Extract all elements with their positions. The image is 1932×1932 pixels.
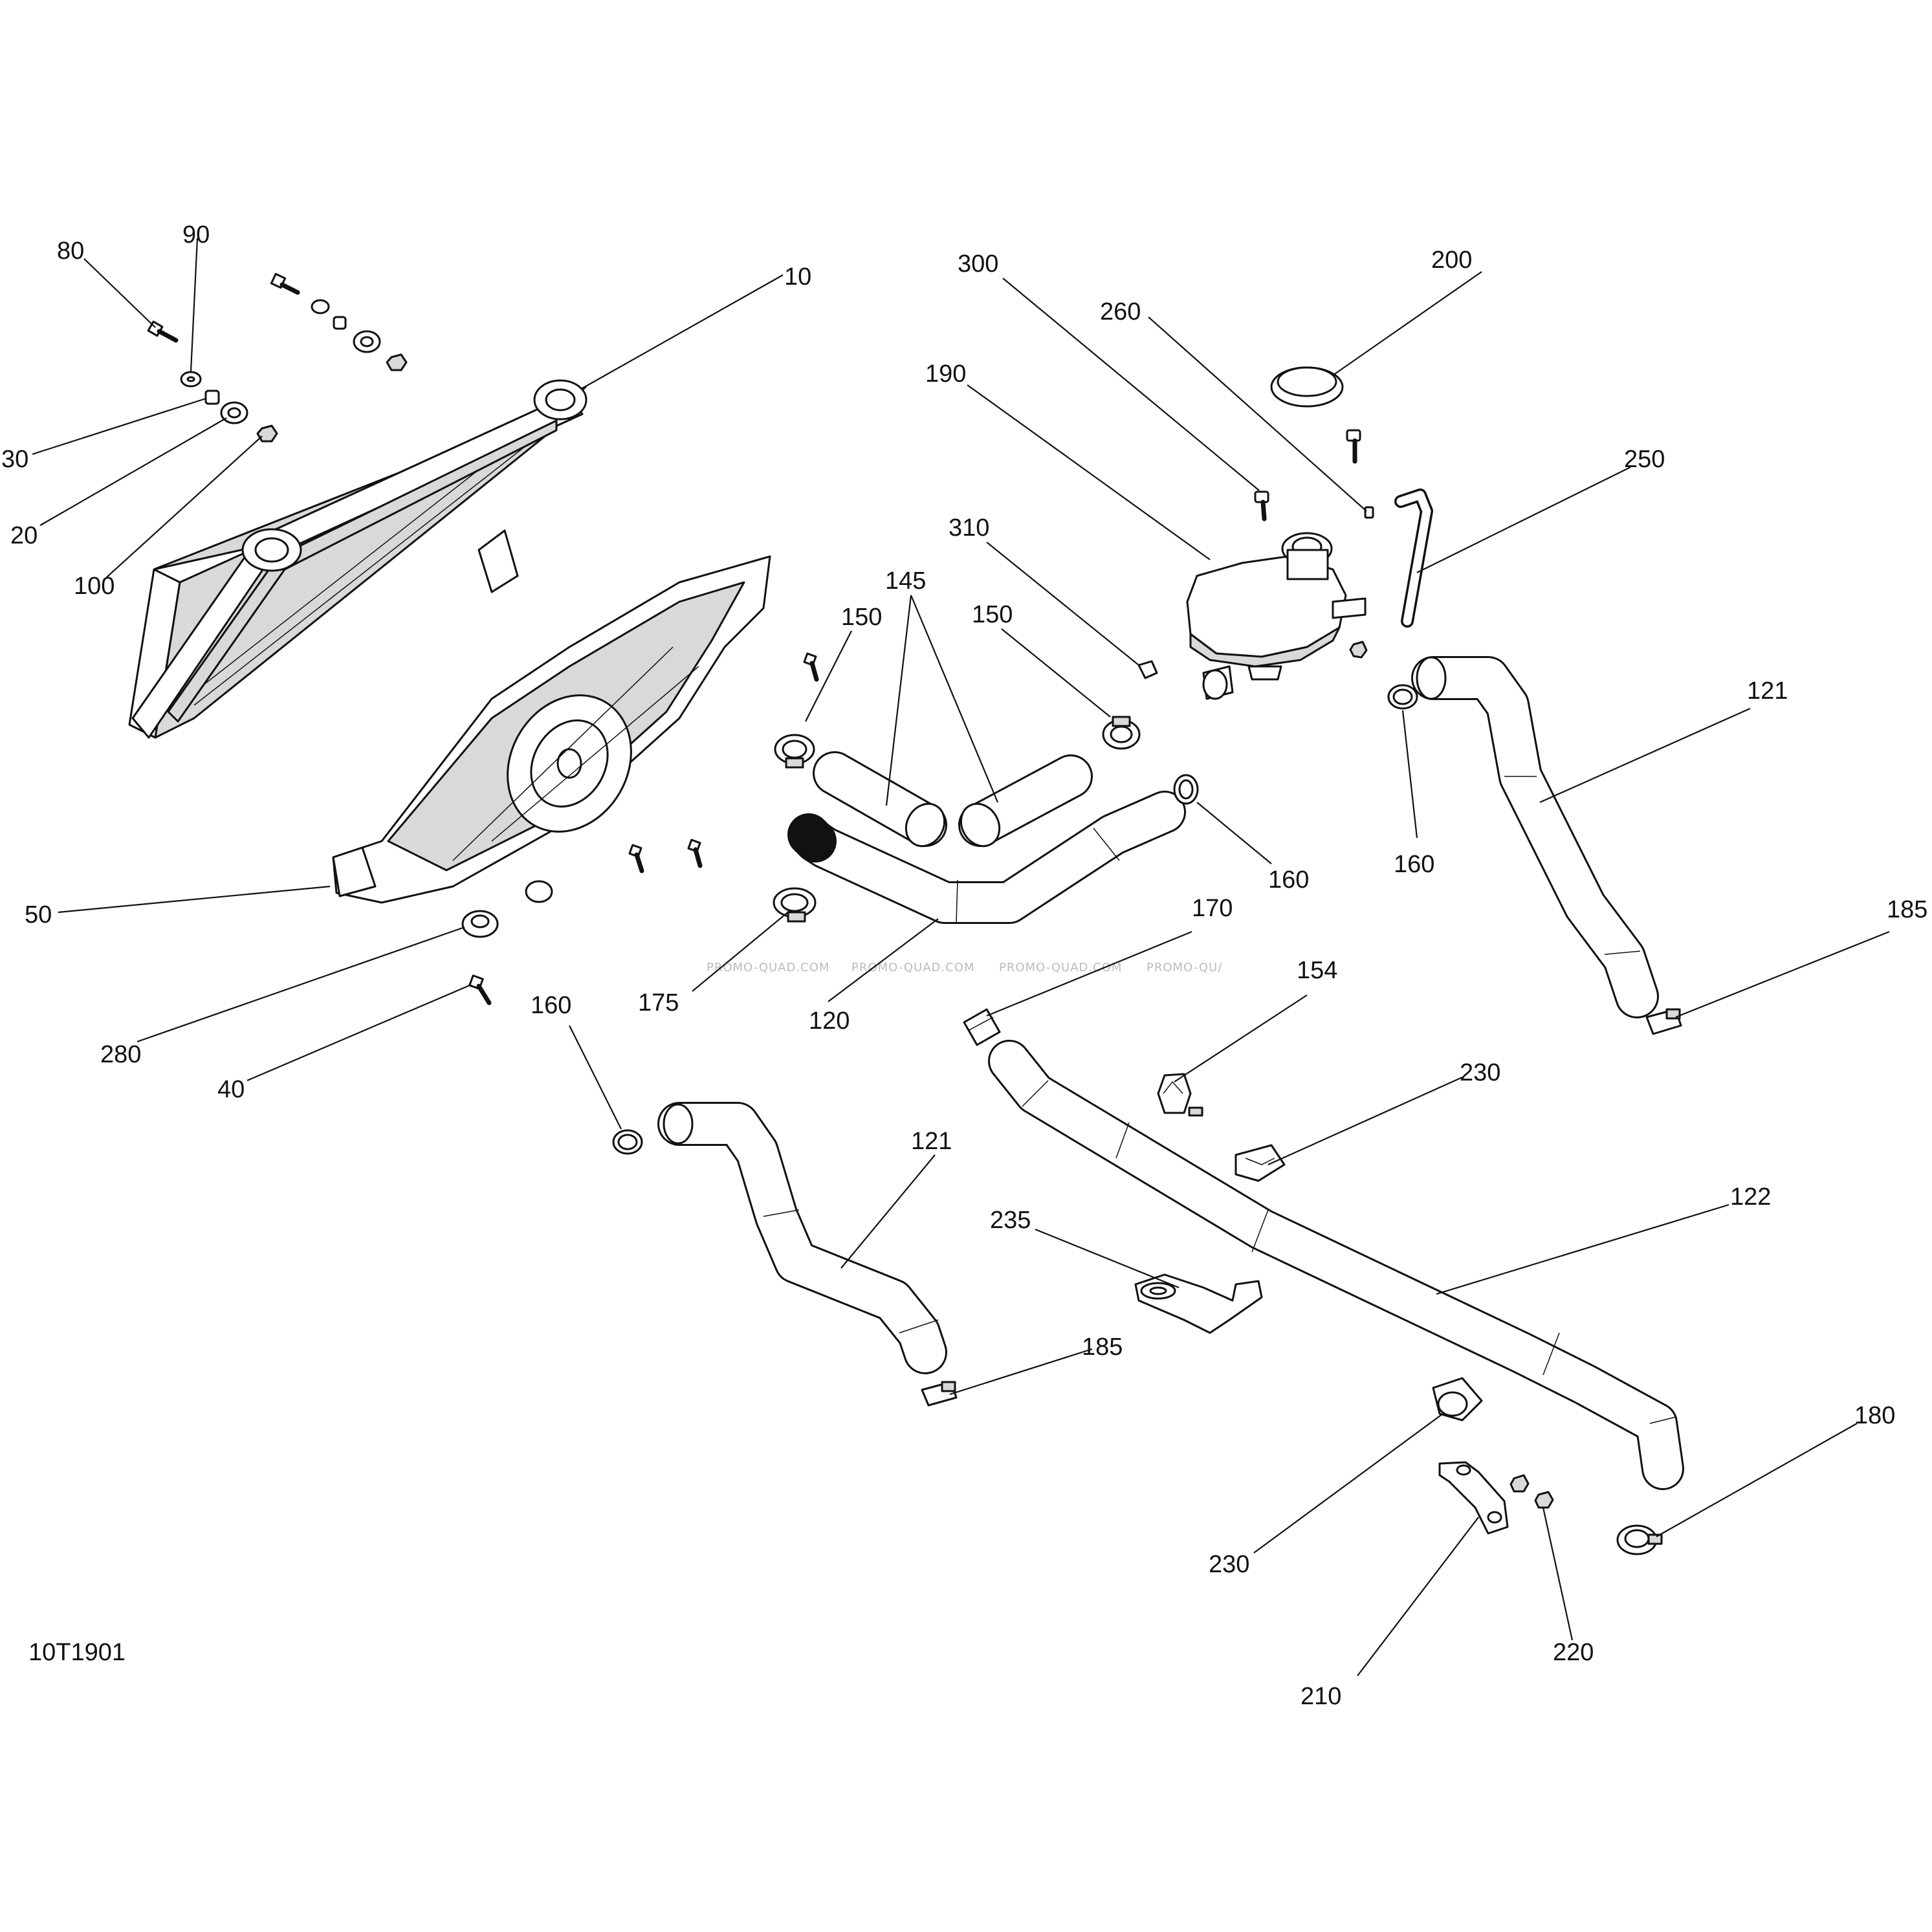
callout-300: 300 [958,250,998,278]
callout-220: 220 [1553,1639,1594,1666]
nut-part-100[interactable] [256,424,278,443]
shroud-screws[interactable] [525,652,819,903]
callout-120: 120 [809,1007,850,1035]
callout-230-a: 230 [1460,1059,1500,1086]
overflow-hose-part-250[interactable] [1394,488,1433,628]
callout-250: 250 [1624,446,1665,473]
washer-part-90[interactable] [180,371,202,388]
clamp-part-150-b[interactable] [1102,716,1141,750]
callout-labels: 80 90 10 30 20 100 50 280 40 300 260 200… [1,221,1927,1710]
clamp-part-180[interactable] [1616,1524,1663,1555]
callout-200: 200 [1431,247,1472,274]
bolt-part-40[interactable] [468,974,492,1005]
callout-310: 310 [949,514,989,542]
fastener-part-220[interactable] [1509,1474,1554,1509]
callout-40: 40 [217,1076,245,1103]
watermark-4: PROMO-QU/ [1147,961,1222,974]
callout-260: 260 [1100,298,1141,325]
cap-part-200[interactable] [1270,366,1344,408]
callout-210: 210 [1301,1683,1341,1710]
callout-150-b: 150 [972,601,1013,628]
clamp-part-175[interactable] [773,887,817,923]
callout-122: 122 [1730,1183,1771,1211]
callout-160-a: 160 [1268,866,1309,894]
callout-145: 145 [885,567,926,595]
clip-part-230-a[interactable] [1235,1144,1286,1182]
fan-shroud-part-50[interactable] [332,555,771,904]
callout-90: 90 [182,221,210,248]
callout-50: 50 [25,901,52,928]
radiator-part-10[interactable] [128,379,587,739]
grommet-part-20[interactable] [220,401,248,424]
clamp-part-170[interactable] [963,1008,1001,1046]
drawing-id: 10T1901 [28,1639,126,1666]
spacer-part-30[interactable] [204,390,220,405]
bracket-part-235[interactable] [1134,1273,1263,1334]
watermarks: PROMO-QUAD.COM PROMO-QUAD.COM PROMO-QUAD… [707,961,1222,974]
screw-part-300[interactable] [1254,490,1269,521]
grommet-part-280[interactable] [461,910,499,938]
callout-280: 280 [100,1041,141,1068]
clamp-part-150-a[interactable] [774,734,815,769]
clip-part-260[interactable] [1364,506,1374,519]
watermark-2: PROMO-QUAD.COM [851,961,974,974]
clamp-part-154[interactable] [1157,1073,1203,1117]
screw-near-200[interactable] [1346,429,1361,464]
callout-150-a: 150 [841,604,882,631]
callout-160-c: 160 [531,992,571,1019]
clamp-part-185-b[interactable] [921,1381,958,1407]
hose-part-145-a[interactable] [813,751,952,853]
watermark-1: PROMO-QUAD.COM [707,961,829,974]
watermark-3: PROMO-QUAD.COM [999,961,1122,974]
hose-part-121-upper[interactable] [1411,656,1659,1018]
callout-235: 235 [990,1207,1031,1234]
leader-lines [32,237,1890,1676]
callout-175: 175 [638,989,679,1016]
clamp-part-160-a[interactable] [1173,774,1199,805]
callout-180: 180 [1854,1402,1895,1429]
callout-230-b: 230 [1209,1551,1249,1578]
callout-121-a: 121 [1747,677,1788,705]
clip-part-310[interactable] [1137,660,1158,679]
bolt-part-80[interactable] [147,320,179,343]
hose-part-145-b[interactable] [954,754,1093,853]
callout-30: 30 [1,446,28,473]
bracket-part-210[interactable] [1438,1461,1509,1535]
callout-154: 154 [1297,957,1337,984]
clamp-part-185-a[interactable] [1645,1008,1682,1035]
callout-80: 80 [57,237,84,265]
clip-part-230-b[interactable] [1432,1377,1483,1422]
callout-185-a: 185 [1887,896,1927,923]
nut-near-tank[interactable] [1349,641,1368,659]
callout-10: 10 [784,263,811,291]
callout-170: 170 [1192,895,1233,922]
hose-part-122[interactable] [988,1040,1684,1490]
hardware-upper-set[interactable] [270,272,408,371]
clamp-part-160-b[interactable] [1387,684,1418,710]
callout-121-b: 121 [911,1128,952,1155]
clamp-part-160-c[interactable] [612,1129,643,1155]
expansion-tank-part-190[interactable] [1186,532,1367,700]
callout-160-b: 160 [1394,851,1434,878]
hose-part-121-lower[interactable] [657,1102,947,1374]
hose-part-120[interactable] [787,791,1186,924]
callout-20: 20 [10,522,38,549]
hardware-left-set[interactable] [147,320,278,443]
callout-190: 190 [925,360,966,388]
callout-185-b: 185 [1082,1334,1123,1361]
callout-100: 100 [74,573,115,600]
